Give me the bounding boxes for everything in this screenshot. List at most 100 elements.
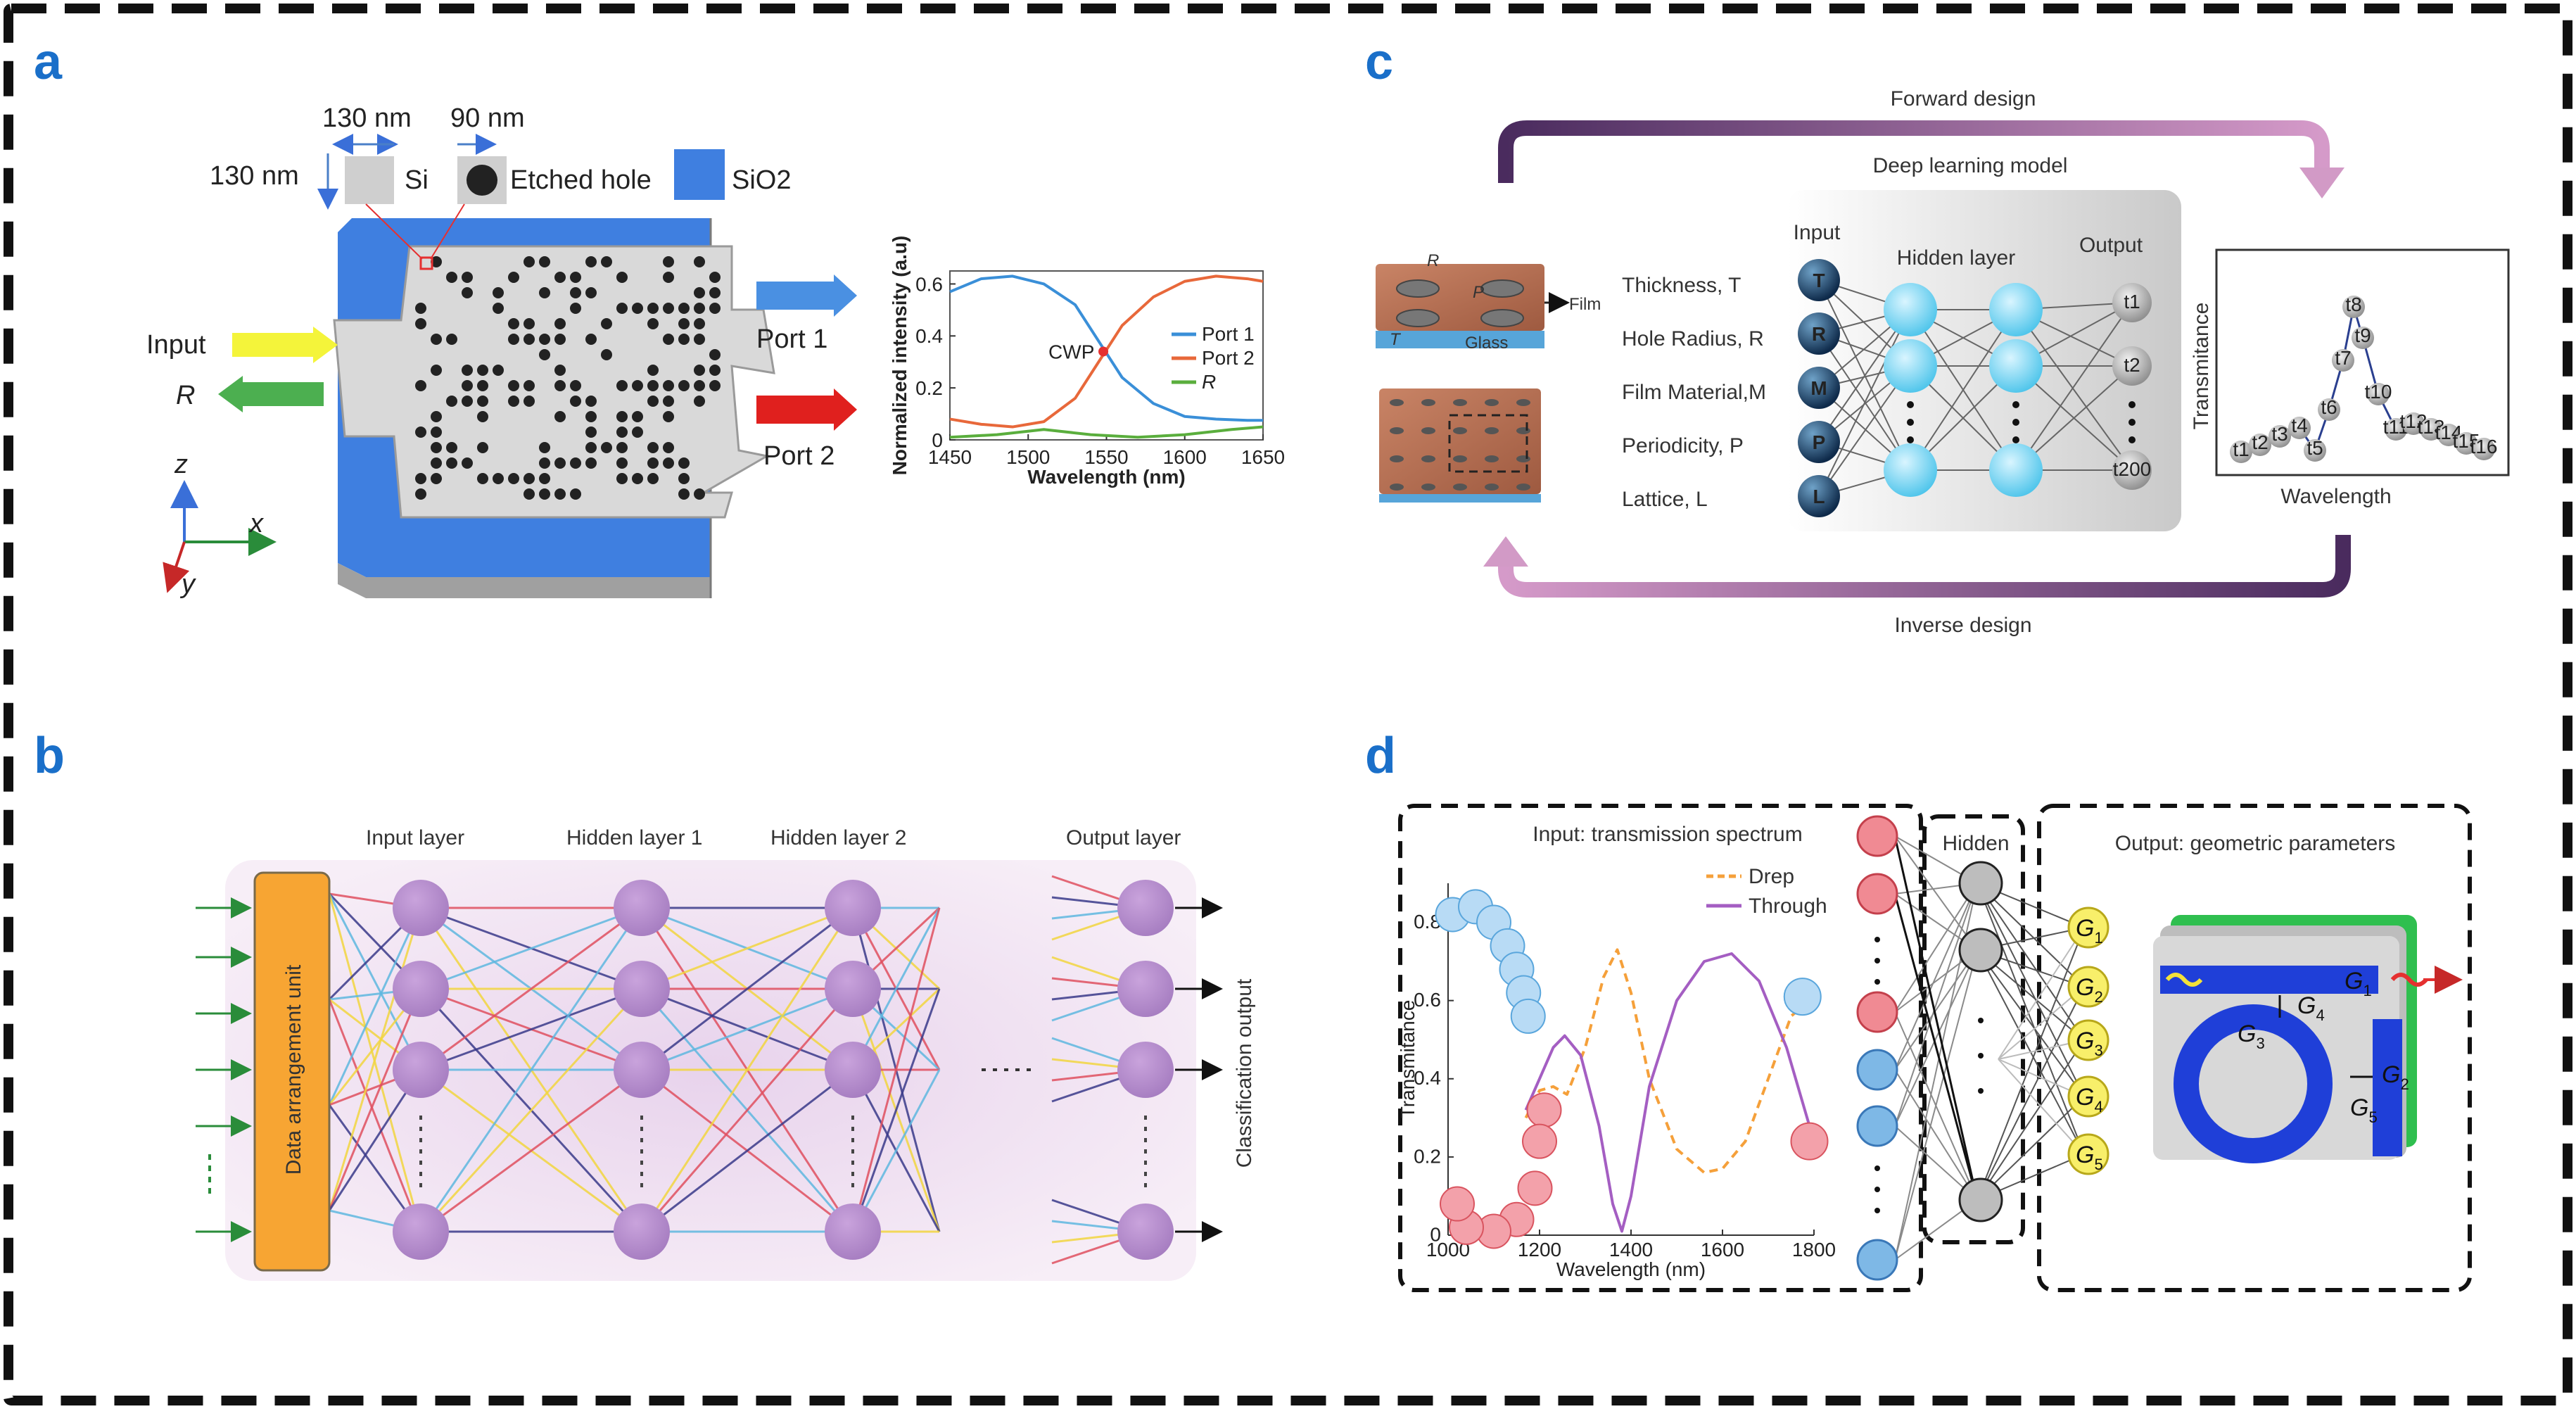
connection bbox=[1818, 309, 1911, 443]
connection bbox=[1894, 883, 1978, 1070]
connection bbox=[1977, 883, 2085, 1041]
neuron-node bbox=[825, 961, 881, 1017]
output-node bbox=[2112, 283, 2152, 322]
etched-hole bbox=[415, 318, 426, 329]
x-tick-label: 1200 bbox=[1518, 1239, 1561, 1260]
etched-hole bbox=[616, 442, 628, 453]
connection bbox=[420, 987, 642, 1071]
panel-a-letter: a bbox=[34, 34, 63, 90]
film-array-hole bbox=[1485, 399, 1499, 406]
etched-hole bbox=[678, 303, 690, 314]
etched-hole bbox=[663, 411, 674, 422]
etched-hole bbox=[585, 256, 597, 267]
axis-z-label: z bbox=[174, 450, 188, 479]
etched-hole bbox=[616, 380, 628, 391]
transmittance-point-label: t1 bbox=[2233, 438, 2249, 460]
etched-hole bbox=[446, 272, 457, 283]
transmittance-point-label: t7 bbox=[2335, 347, 2351, 369]
etched-hole bbox=[570, 488, 581, 500]
etched-hole bbox=[585, 411, 597, 422]
etched-hole bbox=[663, 442, 674, 453]
neuron-node bbox=[825, 880, 881, 936]
ellipsis-dot bbox=[1874, 979, 1880, 985]
etched-hole-sample bbox=[467, 165, 497, 196]
output-node bbox=[2067, 906, 2109, 949]
connection bbox=[420, 906, 642, 1071]
etched-hole bbox=[431, 365, 442, 376]
si-unit-cell bbox=[345, 156, 394, 204]
etched-hole bbox=[585, 457, 597, 469]
connection bbox=[420, 906, 642, 990]
etched-hole bbox=[570, 303, 581, 314]
hidden-node bbox=[1958, 928, 2003, 973]
transmittance-point bbox=[2249, 434, 2271, 456]
film-array-hole bbox=[1421, 484, 1435, 491]
etched-hole bbox=[570, 272, 581, 283]
input-wave-icon bbox=[2165, 973, 2203, 987]
input-node bbox=[1798, 312, 1840, 355]
etched-hole bbox=[415, 488, 426, 500]
etched-hole bbox=[477, 380, 488, 391]
output-node-label: G2 bbox=[2076, 974, 2103, 1006]
spectrum-input-node bbox=[1856, 1105, 1898, 1147]
thickness-symbol: T bbox=[1390, 330, 1402, 349]
etched-hole bbox=[554, 488, 566, 500]
hidden-node bbox=[1958, 1177, 2003, 1222]
radius-symbol: R bbox=[1427, 251, 1439, 270]
etched-hole bbox=[585, 442, 597, 453]
etched-hole bbox=[694, 396, 705, 407]
film-holes bbox=[1396, 279, 1524, 327]
etched-hole bbox=[508, 380, 519, 391]
connection bbox=[1977, 986, 2085, 1201]
output-label-c: Output bbox=[2079, 234, 2143, 257]
etched-hole bbox=[431, 334, 442, 345]
cwp-marker bbox=[1098, 346, 1109, 357]
etched-hole bbox=[694, 365, 705, 376]
y-tick-label: 0.6 bbox=[915, 273, 943, 295]
neuron-node bbox=[1117, 961, 1174, 1017]
spectrum-input-node bbox=[1856, 815, 1898, 857]
etched-hole bbox=[709, 365, 721, 376]
hidden-node bbox=[1958, 861, 2003, 906]
film-hole bbox=[1396, 309, 1440, 327]
etched-hole bbox=[632, 380, 643, 391]
hidden-title-d: Hidden bbox=[1942, 832, 2009, 855]
classification-output-label: Classification output bbox=[1233, 978, 1256, 1168]
output-node bbox=[2067, 1019, 2109, 1061]
connection bbox=[641, 987, 854, 1071]
connection bbox=[1818, 309, 1911, 497]
transmittance-point bbox=[2385, 418, 2407, 441]
etched-hole bbox=[446, 396, 457, 407]
transmittance-point bbox=[2455, 432, 2477, 455]
etched-hole bbox=[493, 303, 504, 314]
etched-hole bbox=[554, 334, 566, 345]
transmittance-axis-label: Transmitance bbox=[2190, 303, 2213, 430]
connection bbox=[641, 1068, 854, 1233]
x-axis-label: Wavelength (nm) bbox=[1556, 1258, 1706, 1280]
transmittance-point bbox=[2304, 439, 2326, 462]
reflect-label: R bbox=[176, 381, 195, 410]
output-node-label: G3 bbox=[2076, 1028, 2103, 1059]
series-through-line bbox=[1524, 952, 1811, 1233]
transmittance-point bbox=[2342, 296, 2365, 318]
output-node-label: t1 bbox=[2124, 291, 2140, 312]
spectrum-sample-red bbox=[1522, 1123, 1557, 1159]
geometric-label: G1 bbox=[2345, 968, 2372, 999]
neuron-node bbox=[1117, 1203, 1174, 1260]
legend-label: Port 1 bbox=[1202, 323, 1255, 345]
height-dimension-label: 130 nm bbox=[210, 161, 299, 191]
connection bbox=[1977, 883, 2085, 1097]
etched-hole bbox=[524, 488, 535, 500]
geometric-label: G4 bbox=[2297, 992, 2325, 1024]
transmittance-point bbox=[2420, 418, 2442, 441]
legend-label: R bbox=[1202, 371, 1216, 393]
connection bbox=[1998, 1059, 2085, 1155]
neuron-node bbox=[825, 1042, 881, 1098]
sio2-label: SiO2 bbox=[732, 165, 791, 195]
hidden-node bbox=[1884, 339, 1937, 393]
connection bbox=[1977, 883, 2085, 1155]
film-array-hole bbox=[1453, 427, 1467, 434]
etched-hole bbox=[539, 256, 550, 267]
transmittance-point-label: t9 bbox=[2354, 324, 2371, 346]
connection bbox=[1893, 835, 1979, 1201]
